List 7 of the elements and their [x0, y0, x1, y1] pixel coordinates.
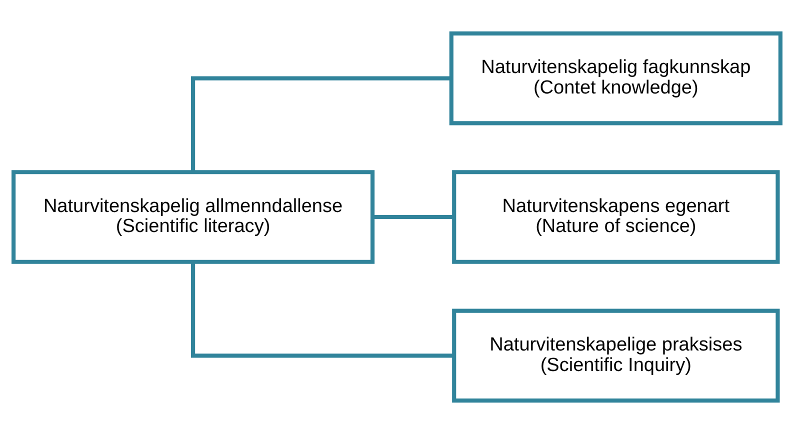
connector [191, 76, 452, 172]
node-box: Naturvitenskapens egenart (Nature of science) [452, 170, 780, 264]
connector [372, 214, 454, 220]
node-box: Naturvitenskapelige praksises (Scientific Inquiry) [452, 308, 780, 403]
node-box: Naturvitenskapelig fagkunnskap (Contet knowledge) [449, 31, 782, 126]
node-box: Naturvitenskapelig allmenndallense (Scientific literacy) [12, 170, 375, 264]
connector [191, 262, 454, 358]
